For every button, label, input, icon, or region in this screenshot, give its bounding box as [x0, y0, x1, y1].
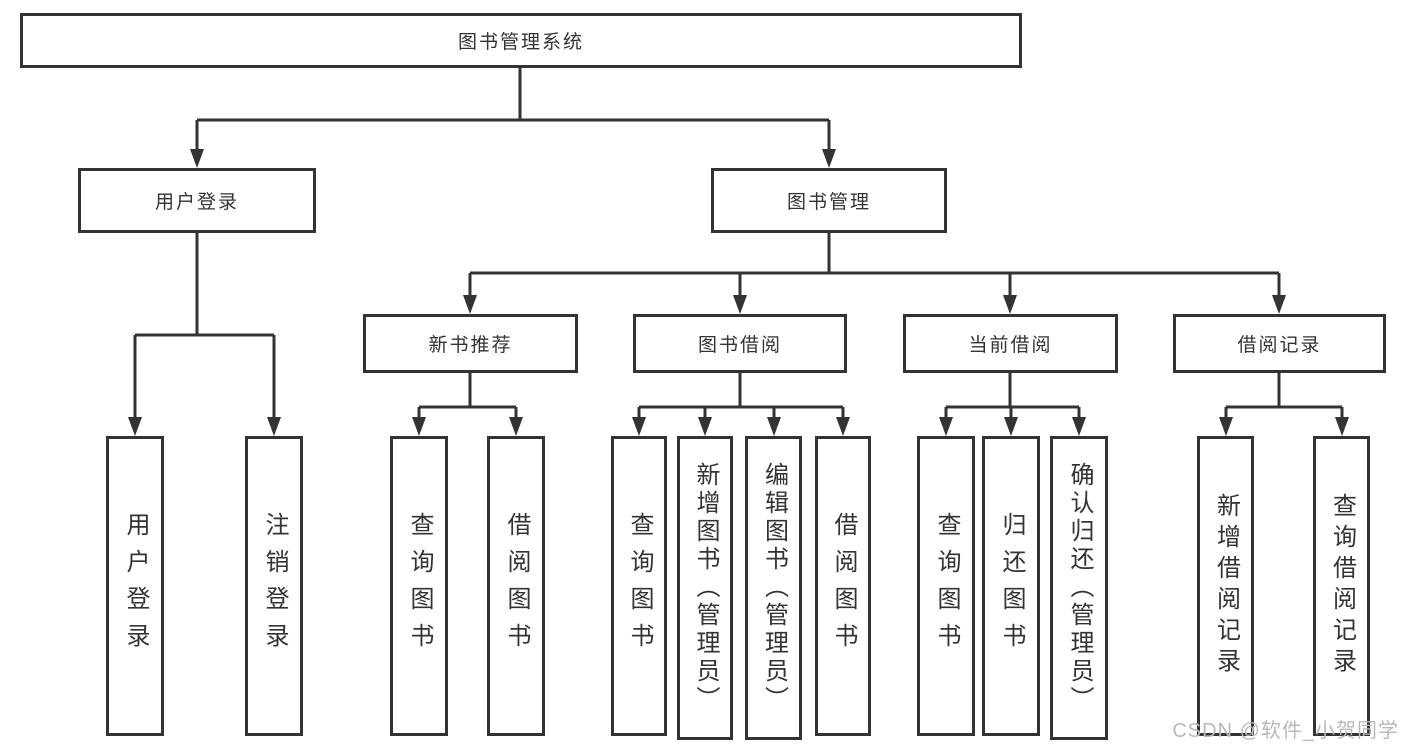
node-new-book-recommend: 新书推荐 [363, 314, 578, 373]
leaf-label: 新增图书（管理员） [692, 462, 719, 714]
leaf-query-borrow-record: 查询借阅记录 [1313, 436, 1370, 736]
node-label: 图书借阅 [697, 335, 782, 356]
node-book-management: 图书管理 [711, 168, 947, 233]
root-node-label: 图书管理系统 [457, 32, 584, 53]
leaf-label: 借阅图书 [503, 512, 530, 660]
node-book-borrow: 图书借阅 [633, 314, 847, 373]
leaf-query-books: 查询图书 [917, 436, 975, 736]
leaf-logout: 注销登录 [245, 436, 303, 736]
leaf-label: 查询图书 [933, 512, 960, 660]
leaf-query-books: 查询图书 [611, 436, 667, 736]
csdn-watermark: CSDN @软件_小贺同学 [1172, 720, 1399, 742]
leaf-user-login: 用户登录 [106, 436, 164, 736]
leaf-label: 确认归还（管理员） [1066, 462, 1093, 714]
root-node-system: 图书管理系统 [20, 13, 1022, 68]
node-label: 新书推荐 [428, 335, 513, 356]
leaf-add-books-admin: 新增图书（管理员） [677, 436, 733, 740]
leaf-label: 归还图书 [998, 512, 1025, 660]
leaf-label: 查询图书 [406, 512, 433, 660]
leaf-return-books: 归还图书 [982, 436, 1040, 736]
node-current-borrow: 当前借阅 [903, 314, 1118, 373]
leaf-label: 查询借阅记录 [1328, 493, 1356, 679]
leaf-label: 借阅图书 [830, 512, 857, 660]
leaf-label: 用户登录 [122, 512, 149, 660]
leaf-edit-books-admin: 编辑图书（管理员） [745, 436, 802, 740]
node-label: 图书管理 [786, 192, 871, 213]
leaf-label: 查询图书 [626, 512, 653, 660]
node-borrow-record: 借阅记录 [1173, 314, 1386, 373]
connector-paths [133, 67, 1344, 418]
leaf-label: 注销登录 [261, 512, 288, 660]
leaf-label: 新增借阅记录 [1212, 493, 1240, 679]
leaf-add-borrow-record: 新增借阅记录 [1197, 436, 1254, 736]
leaf-query-books: 查询图书 [390, 436, 448, 736]
node-label: 当前借阅 [968, 335, 1053, 356]
leaf-borrow-books: 借阅图书 [815, 436, 871, 736]
arrow-down-icons [128, 149, 1349, 436]
leaf-label: 编辑图书（管理员） [760, 462, 788, 714]
node-label: 借阅记录 [1237, 335, 1322, 356]
leaf-borrow-books: 借阅图书 [487, 436, 545, 736]
leaf-confirm-return-admin: 确认归还（管理员） [1050, 436, 1108, 740]
node-label: 用户登录 [154, 192, 239, 213]
node-user-login: 用户登录 [78, 168, 316, 233]
